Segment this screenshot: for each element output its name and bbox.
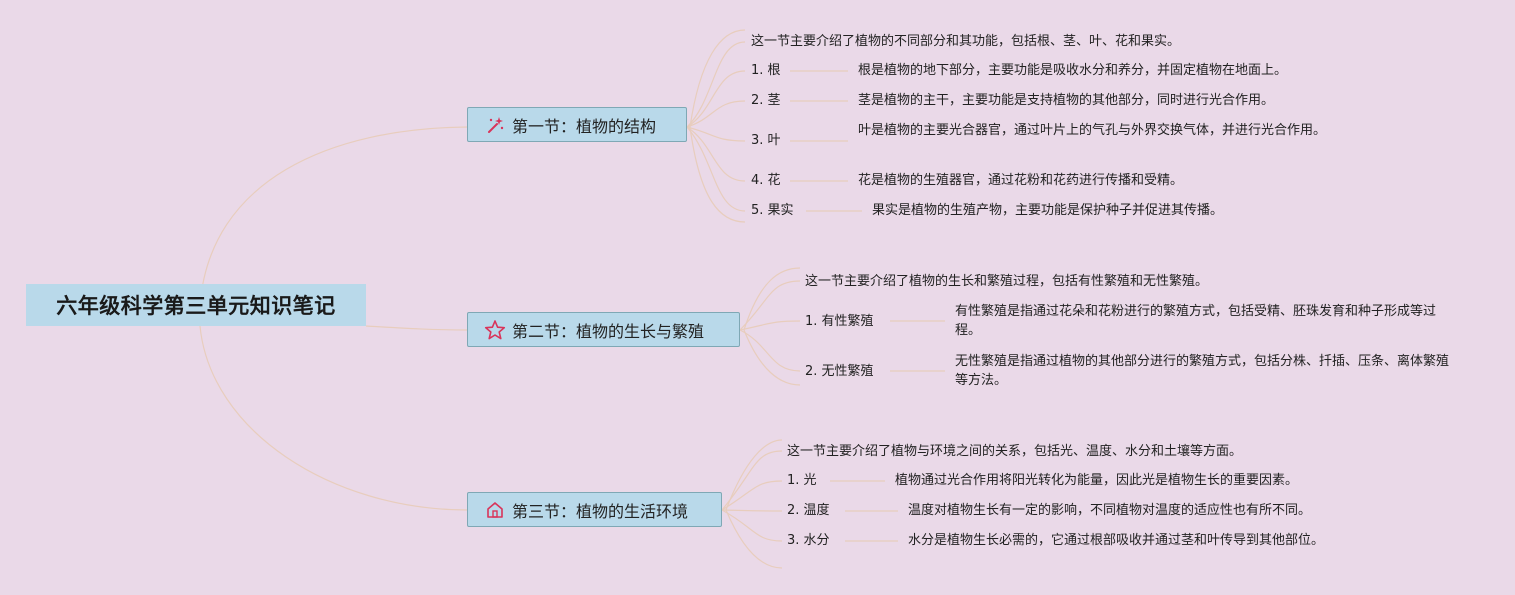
section-1-item-3-desc: 叶是植物的主要光合器官，通过叶片上的气孔与外界交换气体，并进行光合作用。	[858, 123, 1327, 138]
section-3-node[interactable]: 第三节：植物的生活环境	[467, 492, 722, 527]
section-1-item-5-label: 5. 果实	[751, 203, 794, 218]
home-icon	[484, 499, 506, 521]
section-1-title: 第一节：植物的结构	[512, 116, 657, 136]
section-1-item-2-desc: 茎是植物的主干，主要功能是支持植物的其他部分，同时进行光合作用。	[858, 93, 1275, 108]
section-3-item-2-desc: 温度对植物生长有一定的影响，不同植物对温度的适应性也有所不同。	[908, 503, 1312, 518]
section-1-node[interactable]: 第一节：植物的结构	[467, 107, 687, 142]
section-3-item-3-label: 3. 水分	[787, 533, 830, 548]
section-2-item-2-desc: 无性繁殖是指通过植物的其他部分进行的繁殖方式，包括分株、扦插、压条、离体繁殖等方…	[955, 354, 1450, 388]
section-2-item-1-label: 1. 有性繁殖	[805, 314, 874, 329]
section-3-item-3-desc: 水分是植物生长必需的，它通过根部吸收并通过茎和叶传导到其他部位。	[908, 533, 1325, 548]
magic-wand-icon	[484, 114, 506, 136]
section-1-item-1-label: 1. 根	[751, 63, 781, 78]
section-3-intro: 这一节主要介绍了植物与环境之间的关系，包括光、温度、水分和土壤等方面。	[787, 444, 1243, 459]
section-2-node[interactable]: 第二节：植物的生长与繁殖	[467, 312, 740, 347]
section-1-item-3-label: 3. 叶	[751, 133, 781, 148]
root-title: 六年级科学第三单元知识笔记	[56, 294, 336, 318]
section-3-item-1-desc: 植物通过光合作用将阳光转化为能量，因此光是植物生长的重要因素。	[895, 473, 1299, 488]
star-icon	[484, 319, 506, 341]
section-3-item-2-label: 2. 温度	[787, 503, 830, 518]
section-1-intro: 这一节主要介绍了植物的不同部分和其功能，包括根、茎、叶、花和果实。	[751, 34, 1181, 49]
section-2-intro: 这一节主要介绍了植物的生长和繁殖过程，包括有性繁殖和无性繁殖。	[805, 274, 1209, 289]
section-2-item-1-desc: 有性繁殖是指通过花朵和花粉进行的繁殖方式，包括受精、胚珠发育和种子形成等过程。	[955, 304, 1437, 338]
section-1-item-5-desc: 果实是植物的生殖产物，主要功能是保护种子并促进其传播。	[872, 203, 1224, 218]
section-1-item-2-label: 2. 茎	[751, 93, 781, 108]
section-1-item-4-desc: 花是植物的生殖器官，通过花粉和花药进行传播和受精。	[858, 173, 1184, 188]
section-1-item-1-desc: 根是植物的地下部分，主要功能是吸收水分和养分，并固定植物在地面上。	[858, 63, 1288, 78]
section-3-title: 第三节：植物的生活环境	[512, 501, 689, 521]
root-node[interactable]: 六年级科学第三单元知识笔记	[26, 284, 366, 326]
section-3-item-1-label: 1. 光	[787, 473, 817, 488]
section-1-item-4-label: 4. 花	[751, 173, 781, 188]
section-2-item-2-label: 2. 无性繁殖	[805, 364, 874, 379]
section-2-title: 第二节：植物的生长与繁殖	[512, 321, 705, 341]
